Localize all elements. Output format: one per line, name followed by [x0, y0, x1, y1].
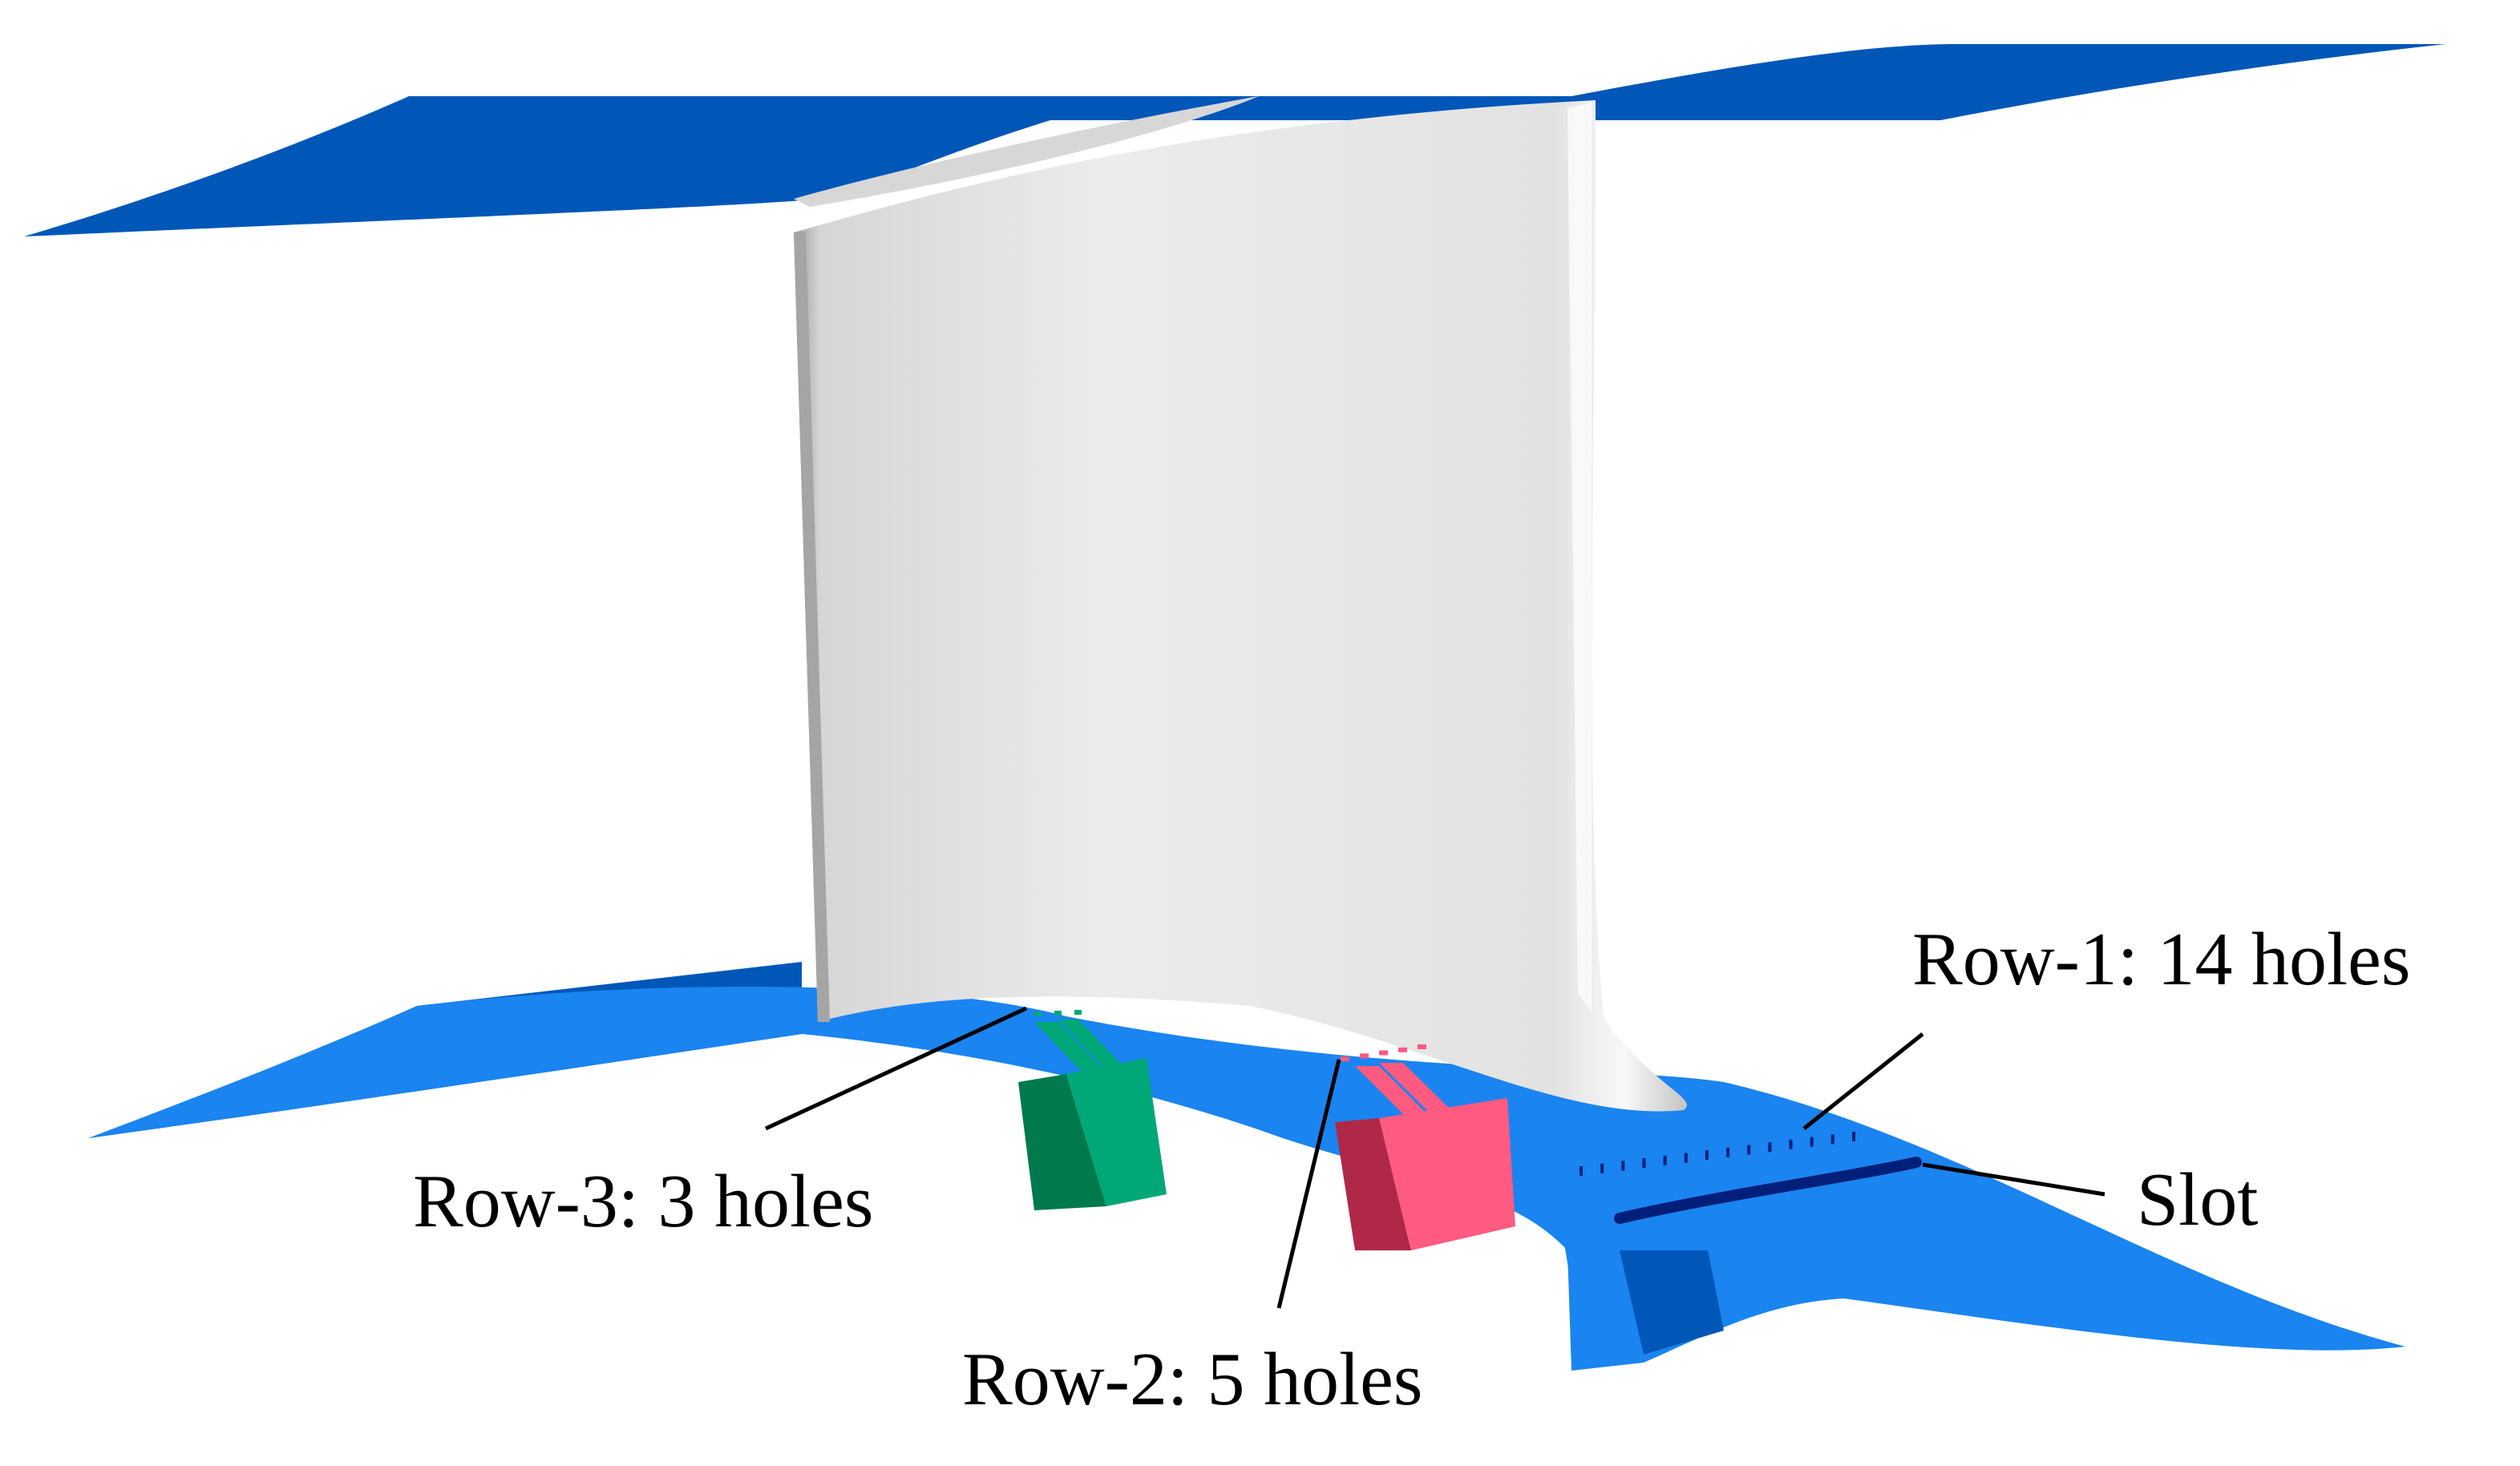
plenum-row-2-pipes	[1355, 1063, 1463, 1138]
row-1-hole	[1684, 1153, 1688, 1163]
row-1-hole	[1830, 1134, 1834, 1145]
row-1-holes	[1580, 1132, 1855, 1176]
plenum-row-3	[1018, 1020, 1167, 1210]
blade-leading-edge	[794, 232, 830, 1022]
row-1-hole	[1642, 1158, 1646, 1169]
row-1-leader	[1802, 1032, 1924, 1130]
row-1-hole	[1852, 1132, 1855, 1141]
row-3-holes	[1034, 1010, 1082, 1016]
row-1-hole	[1747, 1145, 1751, 1155]
row-3-hole	[1074, 1010, 1082, 1015]
plenum-row-3-side	[1018, 1074, 1106, 1210]
slot	[1614, 1157, 1922, 1224]
bottom-endwall-surface	[88, 986, 2405, 1371]
slot-leader	[1922, 1162, 2105, 1197]
row-3-label: Row-3: 3 holes	[413, 1160, 873, 1243]
row-2-hole	[1418, 1044, 1426, 1049]
slot-plenum	[1563, 1226, 1708, 1363]
plenum-row-2-side	[1335, 1118, 1411, 1250]
row-1-hole	[1621, 1161, 1625, 1171]
blade	[794, 100, 1687, 1112]
row-1-hole	[1580, 1166, 1583, 1176]
plenum-row-2-face	[1379, 1098, 1515, 1250]
row-2-holes	[1341, 1044, 1426, 1061]
row-2-hole	[1379, 1050, 1388, 1056]
row-1-hole	[1726, 1147, 1730, 1157]
slot-label: Slot	[2137, 1158, 2259, 1242]
row-1-hole	[1663, 1155, 1667, 1165]
top-blade-slot	[794, 96, 1259, 207]
row-1-hole	[1705, 1150, 1709, 1161]
row-1-hole	[1810, 1137, 1814, 1147]
blade-surface	[794, 100, 1687, 1112]
plenum-row-3-pipes	[1034, 1020, 1147, 1106]
row-1-hole	[1789, 1139, 1793, 1149]
row-3-hole	[1034, 1012, 1042, 1016]
row-3-leader	[764, 1006, 1028, 1131]
top-endwall-surface	[24, 44, 2445, 236]
plenum-row-2	[1335, 1063, 1515, 1250]
callouts: Row-1: 14 holes Slot Row-2: 5 holes Row-…	[413, 918, 2410, 1421]
blade-highlight	[1567, 103, 1592, 1010]
bottom-endwall	[88, 962, 2405, 1371]
slot-plenum-side	[1620, 1250, 1724, 1355]
plenum-row-3-face	[1066, 1058, 1167, 1206]
row-2-leader	[1276, 1059, 1341, 1309]
row-2-hole	[1341, 1056, 1349, 1061]
row-1-hole	[1768, 1142, 1772, 1153]
row-1-hole	[1600, 1163, 1604, 1173]
row-1-label: Row-1: 14 holes	[1912, 918, 2410, 1001]
row-2-hole	[1360, 1053, 1369, 1059]
row-2-label: Row-2: 5 holes	[962, 1338, 1422, 1421]
row-2-hole	[1398, 1047, 1407, 1052]
row-3-hole	[1054, 1011, 1062, 1016]
top-endwall	[24, 44, 2445, 236]
